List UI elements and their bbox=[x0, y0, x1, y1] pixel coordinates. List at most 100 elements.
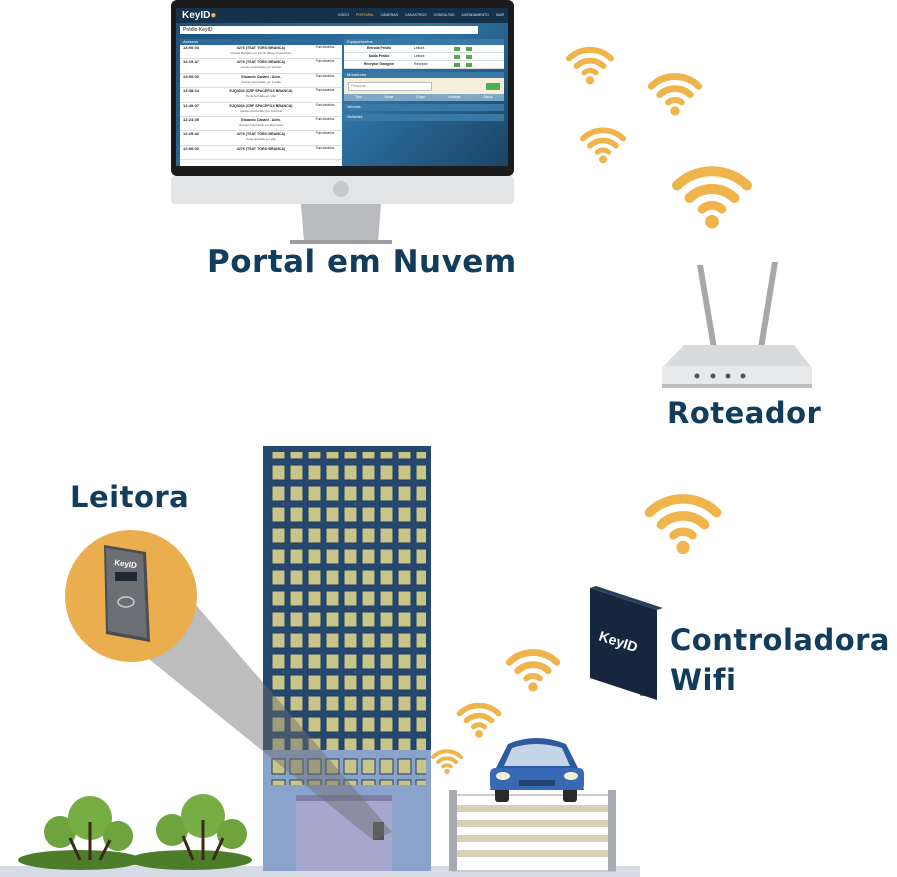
equipment-name: Saída Prédio bbox=[368, 54, 390, 58]
residents-panel: Moradores Pesquisar... Tipo Nome Grupo Unid… bbox=[344, 72, 504, 101]
controller-label: Controladora Wifi bbox=[670, 620, 890, 700]
residents-add-button[interactable] bbox=[486, 82, 500, 90]
event-main: Eduardo Canani - Adm.Acesso Autorizado p… bbox=[213, 117, 309, 130]
event-title: Eduardo Canani - Adm. bbox=[241, 117, 281, 122]
event-main: EJQ3033 (CRF SPACEFOX BRANCA)Porta fecha… bbox=[213, 88, 309, 101]
nav-item[interactable]: CONSULTAS bbox=[433, 13, 455, 17]
garage-gate bbox=[449, 790, 616, 872]
event-status: Funcionários bbox=[315, 131, 335, 136]
router-icon bbox=[662, 262, 812, 388]
event-title: Eduardo Canani - Adm. bbox=[241, 74, 281, 79]
event-title: 4276 (TSAT TORO BRANCA) bbox=[236, 146, 286, 151]
vehicles-panel-title[interactable]: Veículos bbox=[344, 104, 504, 111]
reader-on-wall bbox=[373, 822, 384, 840]
event-row[interactable]: 13:00:00 Eduardo Canani - Adm.Acesso Auto… bbox=[180, 73, 342, 89]
wifi-icon bbox=[583, 130, 623, 163]
controller-label-line1: Controladora bbox=[670, 623, 891, 657]
lock-icon[interactable] bbox=[466, 46, 472, 51]
equipment-kind: Leitora bbox=[414, 54, 425, 58]
visitors-panel-title[interactable]: Visitantes bbox=[344, 114, 504, 121]
card-reader-icon: KeyID bbox=[104, 545, 150, 642]
event-status: Funcionários bbox=[315, 88, 335, 93]
car-icon bbox=[490, 738, 584, 802]
filter-column[interactable]: Nome bbox=[384, 95, 394, 99]
nav-item[interactable]: AGENDAMENTO bbox=[461, 13, 489, 17]
equipment-row[interactable]: Saída Prédio Leitora bbox=[344, 53, 504, 61]
residents-panel-title: Moradores bbox=[344, 72, 504, 78]
open-door-icon[interactable] bbox=[454, 62, 460, 67]
event-detail: Acesso Autorizado por Cartão bbox=[241, 79, 281, 84]
reader-label: Leitora bbox=[70, 480, 190, 514]
event-detail: Porta fechada em Vão bbox=[246, 137, 276, 142]
equipment-kind: Leitora bbox=[414, 46, 425, 50]
equipment-kind: Receptor bbox=[414, 62, 428, 66]
filter-column[interactable]: Status bbox=[483, 95, 493, 99]
filter-column[interactable]: Tipo bbox=[355, 95, 362, 99]
event-time: 12:00:00 bbox=[183, 145, 200, 151]
nav-item[interactable]: PORTARIA bbox=[355, 13, 374, 17]
filter-column[interactable]: Unidade bbox=[448, 95, 461, 99]
event-main: 4276 (TSAT TORO BRANCA)Porta fechada em … bbox=[213, 131, 309, 144]
events-panel-title: Acessos bbox=[180, 39, 342, 45]
event-row[interactable]: 12:00:00 4276 (TSAT TORO BRANCA) Funcionár… bbox=[180, 145, 342, 161]
router-label: Roteador bbox=[667, 396, 822, 430]
wifi-icon bbox=[651, 77, 699, 116]
lock-icon[interactable] bbox=[466, 62, 472, 67]
event-time: 14:19:37 bbox=[183, 59, 200, 65]
wifi-icon bbox=[569, 50, 611, 84]
event-status: Funcionários bbox=[315, 145, 335, 150]
wifi-icon bbox=[677, 171, 747, 228]
site-select[interactable]: Prédio KeyID bbox=[180, 26, 478, 34]
event-status: Funcionários bbox=[315, 45, 335, 49]
event-title: EJQ3033 (CRF SPACEFOX BRANCA) bbox=[229, 89, 293, 94]
event-row[interactable]: 12:29:42 4276 (TSAT TORO BRANCA)Porta fec… bbox=[180, 131, 342, 146]
event-time: 12:29:42 bbox=[183, 131, 200, 137]
event-status: Funcionários bbox=[315, 73, 335, 78]
event-main: Eduardo Canani - Adm.Acesso Autorizado p… bbox=[213, 74, 309, 87]
open-door-icon[interactable] bbox=[454, 46, 460, 51]
nav-item[interactable]: CÂMERAS bbox=[380, 13, 398, 17]
nav-item[interactable]: CADASTROS bbox=[404, 13, 427, 17]
equipment-row[interactable]: Receptor Garagem Receptor bbox=[344, 61, 504, 69]
open-door-icon[interactable] bbox=[454, 54, 460, 59]
svg-text:KeyID: KeyID bbox=[114, 558, 138, 570]
lock-icon[interactable] bbox=[466, 54, 472, 59]
wifi-icon bbox=[431, 749, 463, 777]
event-title: EJQ3033 (CRF SPACEFOX BRANCA) bbox=[229, 103, 293, 108]
nav-item[interactable]: INÍCIO bbox=[338, 13, 349, 17]
event-detail: Veículo liberado por KeyID (Diogo Figuei… bbox=[230, 51, 292, 55]
wifi-icon bbox=[459, 706, 498, 738]
event-time: 13:00:00 bbox=[183, 73, 200, 79]
equipment-name: Receptor Garagem bbox=[363, 62, 395, 66]
event-title: 4276 (TSAT TORO BRANCA) bbox=[236, 132, 286, 137]
portal-label: Portal em Nuvem bbox=[207, 244, 517, 280]
zoom-cone bbox=[82, 605, 392, 840]
residents-search-input[interactable]: Pesquisar... bbox=[348, 81, 432, 91]
event-title: 4276 (TSAT TORO BRANCA) bbox=[236, 46, 286, 50]
event-status: Funcionários bbox=[315, 59, 335, 64]
controller-label-line2: Wifi bbox=[670, 663, 737, 697]
event-detail: Porta fechada em Vão bbox=[246, 94, 276, 99]
event-main: 4276 (TSAT TORO BRANCA)Veículo liberado … bbox=[213, 45, 309, 58]
event-time: 12:49:07 bbox=[183, 102, 200, 108]
filter-column[interactable]: Grupo bbox=[416, 95, 426, 99]
wifi-controller-icon: KeyID bbox=[590, 586, 663, 700]
equipment-panel-title: Equipamentos bbox=[344, 39, 504, 45]
nav-item[interactable]: SAIR bbox=[495, 13, 504, 17]
event-status: Funcionários bbox=[315, 116, 335, 121]
residents-filters: Tipo Nome Grupo Unidade Status bbox=[344, 94, 504, 101]
